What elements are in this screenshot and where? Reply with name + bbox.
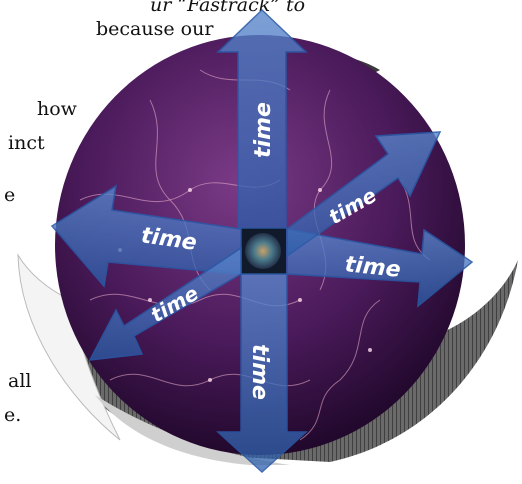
arrow-right-label: time bbox=[344, 252, 402, 283]
arrow-down-label: time bbox=[247, 344, 272, 400]
arrow-down: time bbox=[216, 273, 308, 474]
arrow-left: time bbox=[50, 184, 242, 288]
bg-text-line-5: e bbox=[4, 184, 16, 206]
bg-text-line-7: e. bbox=[4, 404, 22, 426]
central-core bbox=[241, 228, 286, 274]
arrow-up-label: time bbox=[251, 102, 276, 158]
arrow-right: time bbox=[286, 228, 474, 308]
bg-text-line-3: how bbox=[37, 98, 77, 120]
bg-text-line-4: inct bbox=[8, 132, 45, 154]
bg-text-line-6: all bbox=[8, 370, 32, 392]
bg-text-line-2: because our bbox=[96, 18, 214, 40]
arrow-up: time bbox=[216, 8, 308, 229]
bg-text-line-1: ur “Fastrack” to bbox=[150, 0, 306, 16]
